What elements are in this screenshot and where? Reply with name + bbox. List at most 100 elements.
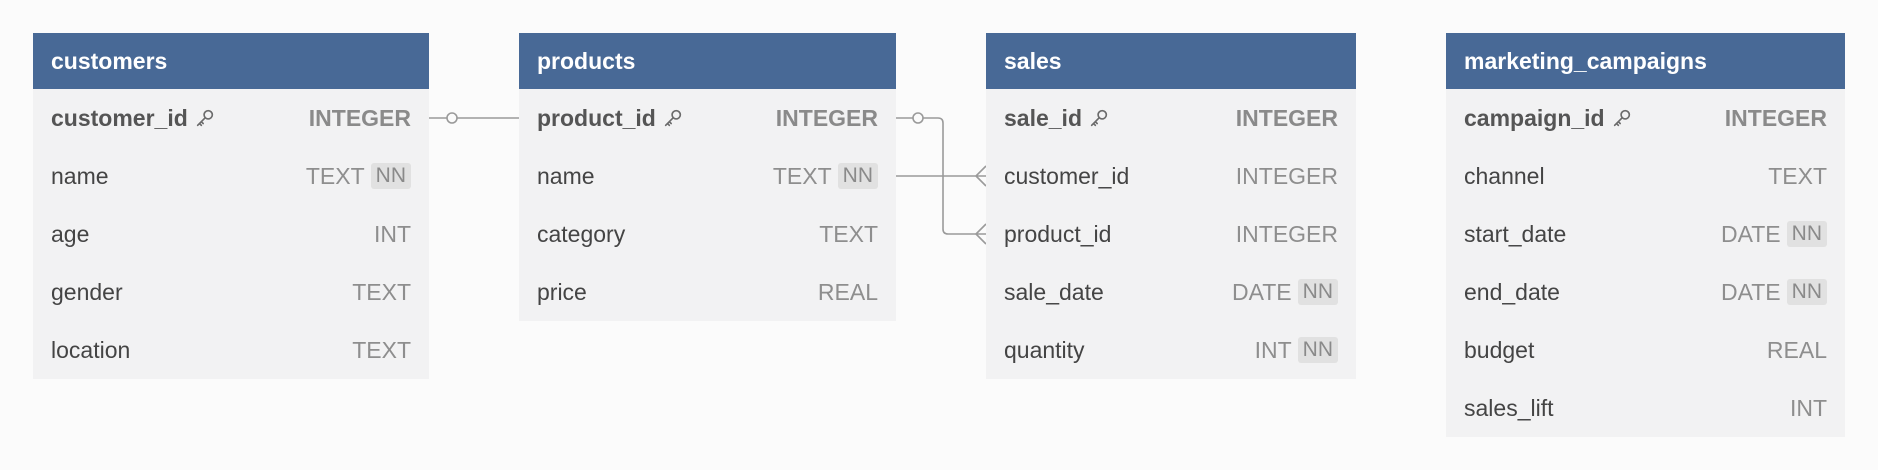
column-type: TEXT — [352, 336, 411, 363]
column-name: channel — [1464, 163, 1545, 190]
column-type: INTEGER — [308, 104, 411, 131]
column-name-text: customer_id — [51, 104, 188, 131]
column-name-text: sale_date — [1004, 278, 1104, 305]
column-row[interactable]: customer_id INTEGER — [986, 147, 1356, 205]
column-name-text: gender — [51, 278, 123, 305]
column-row[interactable]: product_id INTEGER — [986, 205, 1356, 263]
column-row[interactable]: product_id INTEGER — [519, 89, 896, 147]
column-meta: INTEGER — [1236, 163, 1338, 190]
column-name: quantity — [1004, 337, 1085, 364]
column-name: sale_date — [1004, 279, 1104, 306]
column-row[interactable]: gender TEXT — [33, 263, 429, 321]
column-meta: REAL — [818, 279, 878, 306]
column-row[interactable]: channel TEXT — [1446, 147, 1845, 205]
column-name-text: end_date — [1464, 278, 1560, 305]
column-name: end_date — [1464, 279, 1560, 306]
column-name: sale_id — [1004, 105, 1110, 132]
column-name-text: start_date — [1464, 220, 1567, 247]
column-meta: TEXT — [819, 221, 878, 248]
column-name: name — [537, 163, 595, 190]
table-header-sales[interactable]: sales — [986, 33, 1356, 89]
column-type: DATE — [1721, 220, 1781, 247]
column-name-text: budget — [1464, 336, 1535, 363]
column-type: TEXT — [772, 162, 832, 189]
column-meta: TEXT — [1768, 163, 1827, 190]
column-name: product_id — [537, 105, 684, 132]
column-name-text: location — [51, 336, 131, 363]
column-meta: TEXT — [352, 279, 411, 306]
key-icon — [1088, 107, 1110, 129]
column-name: location — [51, 337, 130, 364]
not-null-badge: NN — [1786, 279, 1827, 305]
column-name-text: name — [51, 162, 109, 189]
column-name-text: campaign_id — [1464, 104, 1605, 131]
key-icon — [194, 107, 216, 129]
not-null-badge: NN — [1786, 221, 1827, 247]
column-row[interactable]: location TEXT — [33, 321, 429, 379]
column-meta: INT — [1790, 395, 1827, 422]
table-header-customers[interactable]: customers — [33, 33, 429, 89]
column-name-text: age — [51, 220, 90, 247]
column-meta: INTEGER — [309, 105, 411, 132]
column-type: INT — [1254, 336, 1292, 363]
column-name-text: sale_id — [1004, 104, 1082, 131]
column-name: gender — [51, 279, 123, 306]
column-name-text: product_id — [1004, 220, 1112, 247]
relationship-products-sales — [896, 112, 987, 245]
column-name-text: price — [537, 278, 587, 305]
column-type: TEXT — [1768, 162, 1827, 189]
key-icon — [662, 107, 684, 129]
column-name-text: customer_id — [1004, 162, 1130, 189]
column-row[interactable]: sales_lift INT — [1446, 379, 1845, 437]
column-meta: REAL — [1767, 337, 1827, 364]
column-name: price — [537, 279, 587, 306]
column-row[interactable]: category TEXT — [519, 205, 896, 263]
column-meta: INTEGER — [1236, 105, 1338, 132]
column-row[interactable]: price REAL — [519, 263, 896, 321]
column-name: start_date — [1464, 221, 1566, 248]
column-row[interactable]: sale_id INTEGER — [986, 89, 1356, 147]
column-type: REAL — [1766, 336, 1827, 363]
column-type: INTEGER — [775, 104, 878, 131]
not-null-badge: NN — [1297, 337, 1338, 363]
column-name: category — [537, 221, 625, 248]
column-type: DATE — [1721, 278, 1781, 305]
column-meta: TEXT — [352, 337, 411, 364]
column-type: INT — [1789, 394, 1827, 421]
column-row[interactable]: age INT — [33, 205, 429, 263]
column-type: INTEGER — [1235, 220, 1338, 247]
column-name-text: channel — [1464, 162, 1545, 189]
column-meta: INT — [374, 221, 411, 248]
table-header-marketing-campaigns[interactable]: marketing_campaigns — [1446, 33, 1845, 89]
column-row[interactable]: customer_id INTEGER — [33, 89, 429, 147]
column-name-text: sales_lift — [1464, 394, 1554, 421]
column-type: DATE — [1232, 278, 1292, 305]
column-name-text: category — [537, 220, 626, 247]
column-row[interactable]: budget REAL — [1446, 321, 1845, 379]
column-type: TEXT — [305, 162, 365, 189]
column-type: REAL — [817, 278, 878, 305]
not-null-badge: NN — [1297, 279, 1338, 305]
column-name: age — [51, 221, 89, 248]
column-type: TEXT — [352, 278, 411, 305]
column-name: product_id — [1004, 221, 1111, 248]
column-name: sales_lift — [1464, 395, 1553, 422]
table-header-products[interactable]: products — [519, 33, 896, 89]
